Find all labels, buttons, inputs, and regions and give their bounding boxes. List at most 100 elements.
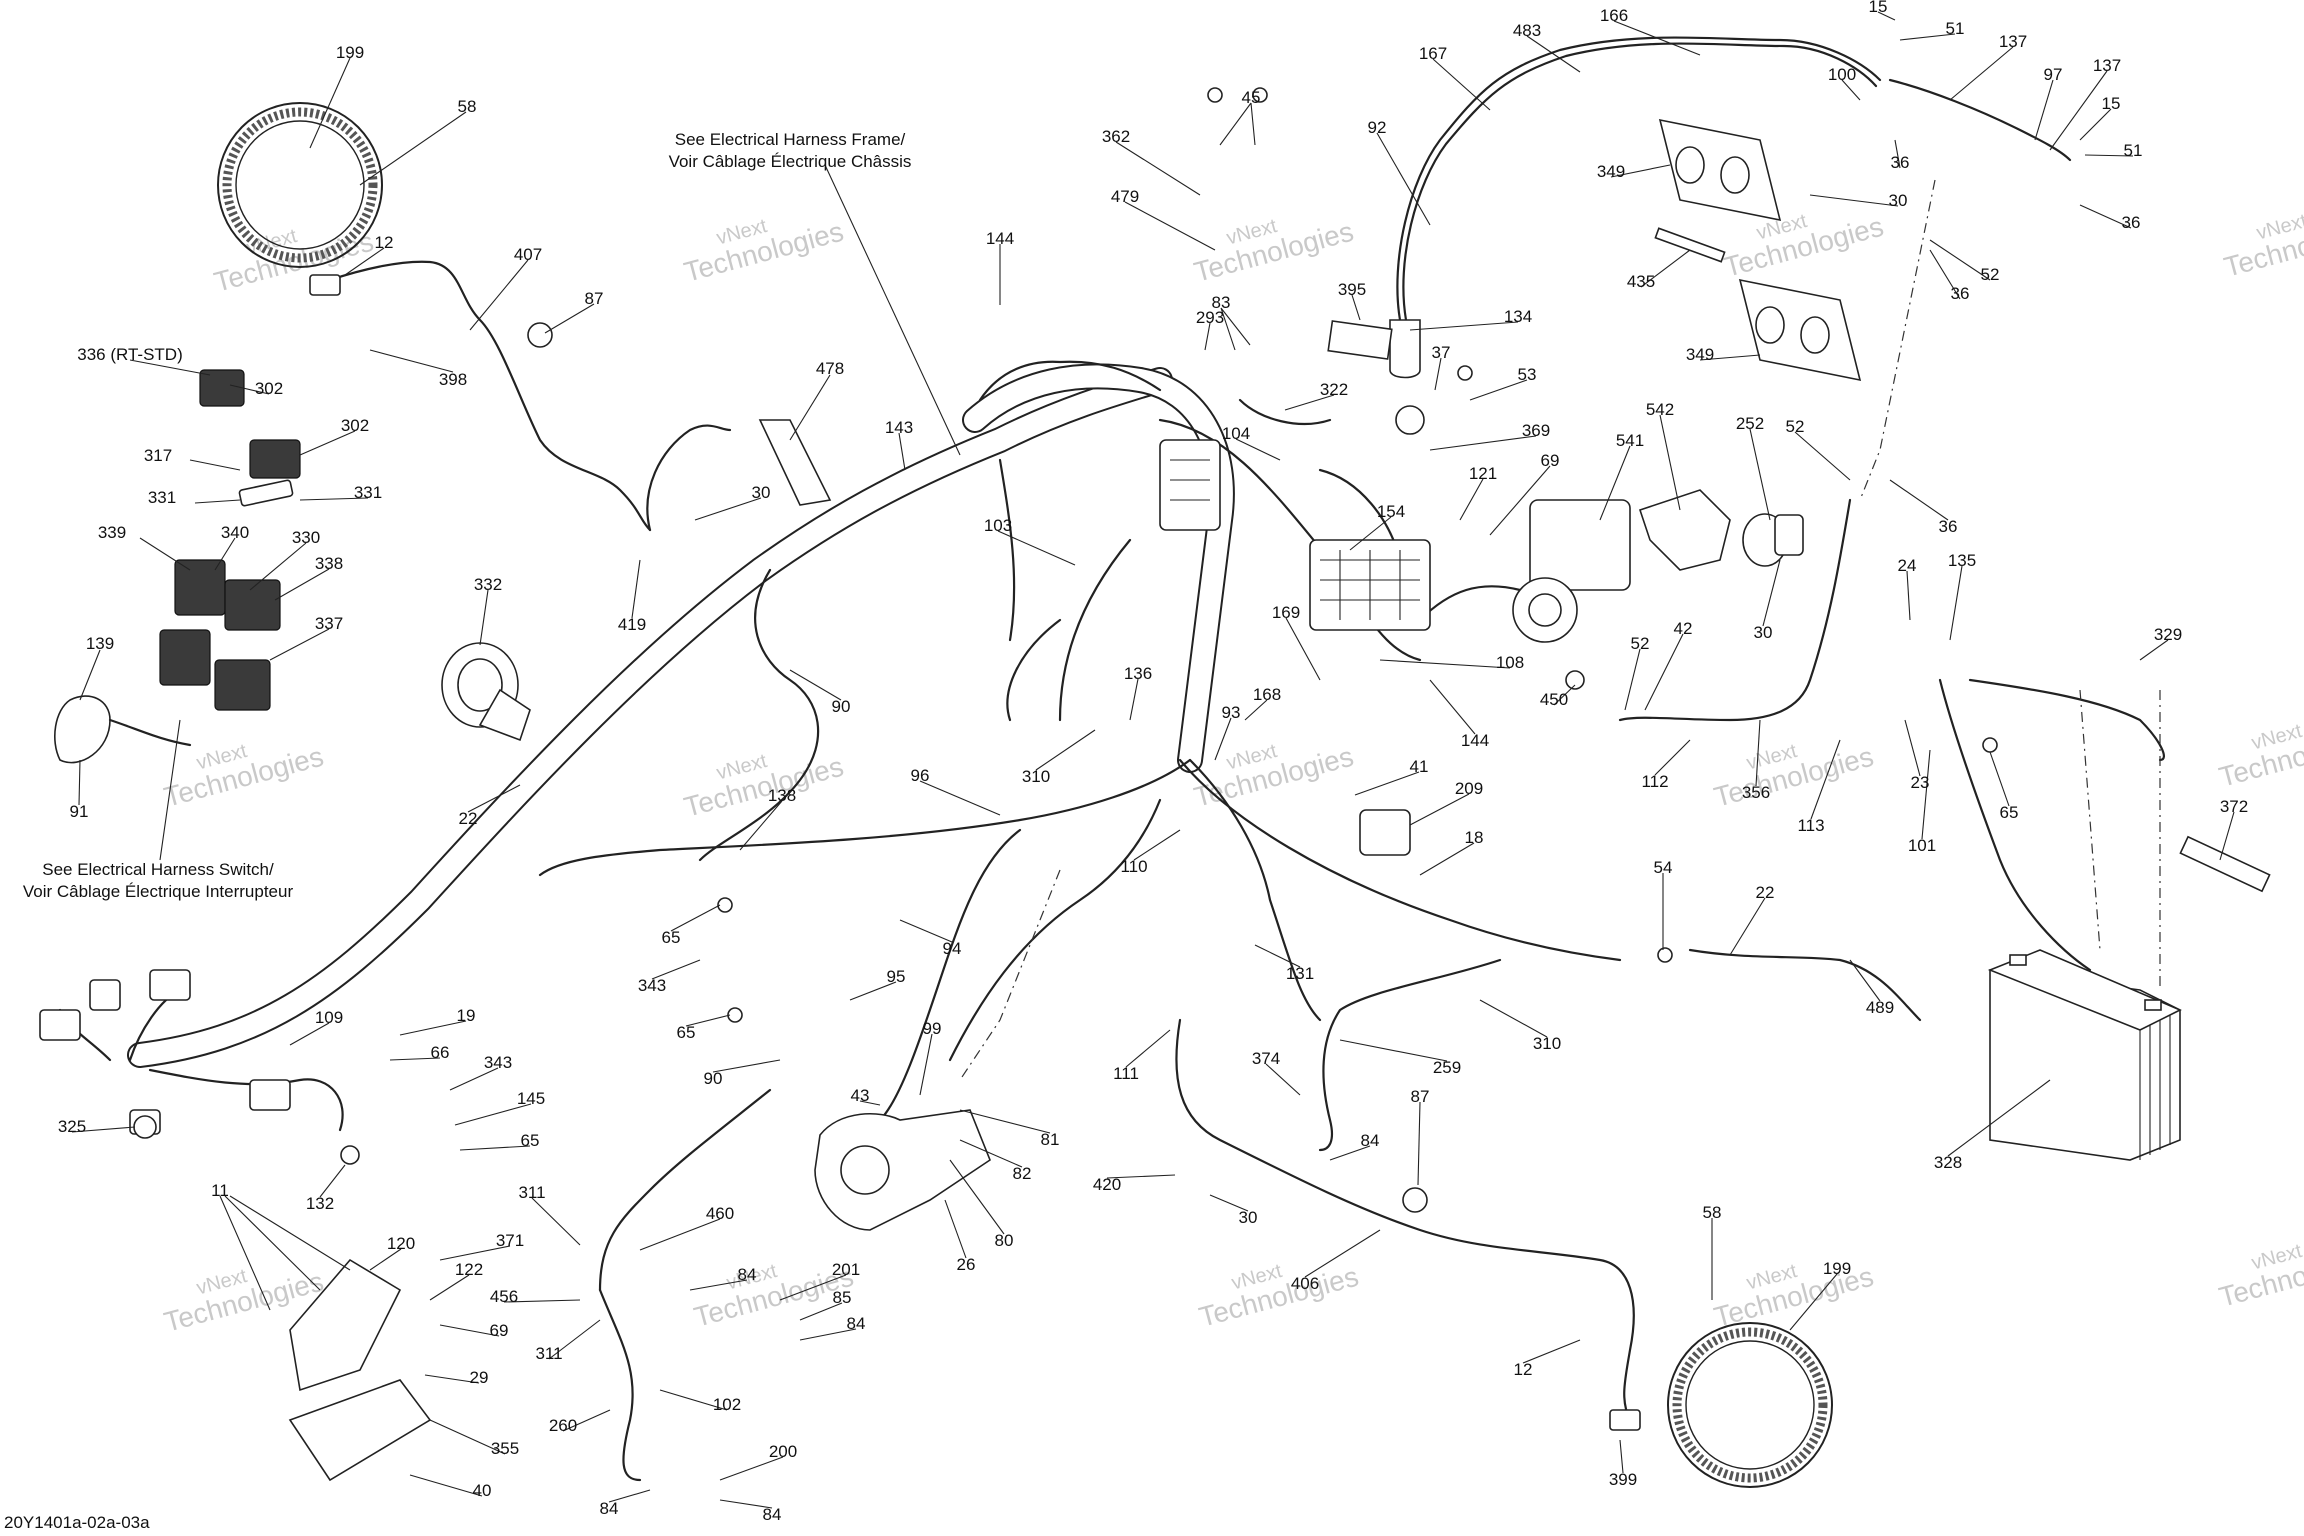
harness-483 (1389, 36, 2072, 379)
part-callout: 12 (375, 233, 394, 252)
part-callout: 122 (455, 1260, 483, 1279)
part-callout: 99 (923, 1019, 942, 1038)
harness-259 (1318, 958, 1502, 1152)
part-callout: 542 (1646, 400, 1674, 419)
note-switch-line-1: See Electrical Harness Switch/ (42, 860, 274, 879)
part-callout: 259 (1433, 1058, 1461, 1077)
part-callout: 134 (1504, 307, 1532, 326)
part-callout: 51 (2124, 141, 2143, 160)
part-callout: 90 (704, 1069, 723, 1088)
part-callout: 22 (1756, 883, 1775, 902)
part-callout: 201 (832, 1260, 860, 1279)
part-callout: 144 (986, 229, 1014, 248)
part-callout: 11 (211, 1181, 229, 1200)
part-callout: 329 (2154, 625, 2182, 644)
part-callout: 328 (1934, 1153, 1962, 1172)
part-callout: 489 (1866, 998, 1894, 1017)
part-callout: 101 (1908, 836, 1936, 855)
part-callout: 199 (336, 43, 364, 62)
part-callout: 18 (1465, 828, 1484, 847)
part-callout: 84 (1361, 1131, 1380, 1150)
part-callout: 58 (1703, 1203, 1722, 1222)
part-callout: 302 (255, 379, 283, 398)
part-callout: 113 (1797, 816, 1824, 835)
part-callout: 339 (98, 523, 126, 542)
part-callout: 154 (1377, 502, 1405, 521)
part-callout: 338 (315, 554, 343, 573)
part-callout: 260 (549, 1416, 577, 1435)
part-callout: 93 (1222, 703, 1241, 722)
voltage-regulator-11 (288, 1258, 432, 1482)
part-callout: 144 (1461, 731, 1489, 750)
part-callout: 80 (995, 1231, 1014, 1250)
relay-209 (1359, 809, 1411, 856)
part-callout: 85 (833, 1288, 852, 1307)
part-callout: 36 (2122, 213, 2141, 232)
part-callout: 456 (490, 1287, 518, 1306)
part-callout: 36 (1891, 153, 1910, 172)
part-callout: 369 (1522, 421, 1550, 440)
part-callout: 330 (292, 528, 320, 547)
part-callout: 395 (1338, 280, 1366, 299)
part-callout: 355 (491, 1439, 519, 1458)
part-callout: 337 (315, 614, 343, 633)
part-callout: 168 (1253, 685, 1281, 704)
speed-sensor-harness-407 (309, 260, 732, 532)
part-callout: 69 (1541, 451, 1560, 470)
part-callout: 293 (1196, 308, 1224, 327)
part-callout: 37 (1432, 343, 1451, 362)
connector (89, 979, 121, 1011)
part-callout: 29 (470, 1368, 489, 1387)
part-callout: 45 (1242, 88, 1261, 107)
part-callout: 15 (1869, 0, 1888, 16)
dashed-indicators (959, 179, 2161, 1081)
motor-assembly-82 (814, 1109, 991, 1231)
part-callout: 110 (1120, 857, 1147, 876)
part-callout: 66 (431, 1043, 450, 1062)
part-callout: 336 (RT-STD) (77, 345, 183, 364)
bracket-542 (1638, 489, 1731, 571)
connector (39, 1009, 81, 1041)
part-callout: 135 (1948, 551, 1976, 570)
part-callout: 419 (618, 615, 646, 634)
part-callout: 137 (2093, 56, 2121, 75)
part-callout: 103 (984, 516, 1012, 535)
part-callout: 65 (677, 1023, 696, 1042)
part-callout: 15 (2102, 94, 2121, 113)
part-callout: 84 (600, 1499, 619, 1518)
part-callout: 69 (490, 1321, 509, 1340)
part-callout: 65 (2000, 803, 2019, 822)
part-callout: 478 (816, 359, 844, 378)
part-callout: 209 (1455, 779, 1483, 798)
part-callout: 331 (354, 483, 382, 502)
part-callout: 460 (706, 1204, 734, 1223)
part-callout: 91 (70, 802, 89, 821)
part-callout: 65 (662, 928, 681, 947)
part-callout: 30 (1889, 191, 1908, 210)
harness-260 (598, 1088, 772, 1482)
part-callout: 343 (638, 976, 666, 995)
part-callout: 420 (1093, 1175, 1121, 1194)
part-callout: 83 (1212, 293, 1231, 312)
part-callout: 252 (1736, 414, 1764, 433)
battery-cables (1618, 498, 2165, 1022)
part-callout: 372 (2220, 797, 2248, 816)
part-callout: 322 (1320, 380, 1348, 399)
tone-ring-199-bottom (1667, 1322, 1833, 1488)
part-callout: 87 (1411, 1087, 1430, 1106)
part-callout: 82 (1013, 1164, 1032, 1183)
note-frame-line-2: Voir Câblage Électrique Châssis (669, 152, 912, 171)
solenoid-252 (1742, 513, 1804, 567)
brackets-349 (1658, 118, 1862, 382)
part-callout: 332 (474, 575, 502, 594)
part-callout: 52 (1786, 417, 1805, 436)
part-callout: 19 (457, 1006, 476, 1025)
part-callout: 84 (847, 1314, 866, 1333)
main-harness (127, 360, 1622, 1122)
part-callout: 23 (1911, 773, 1930, 792)
part-callout: 302 (341, 416, 369, 435)
part-callout: 136 (1124, 664, 1152, 683)
part-callout: 139 (86, 634, 114, 653)
